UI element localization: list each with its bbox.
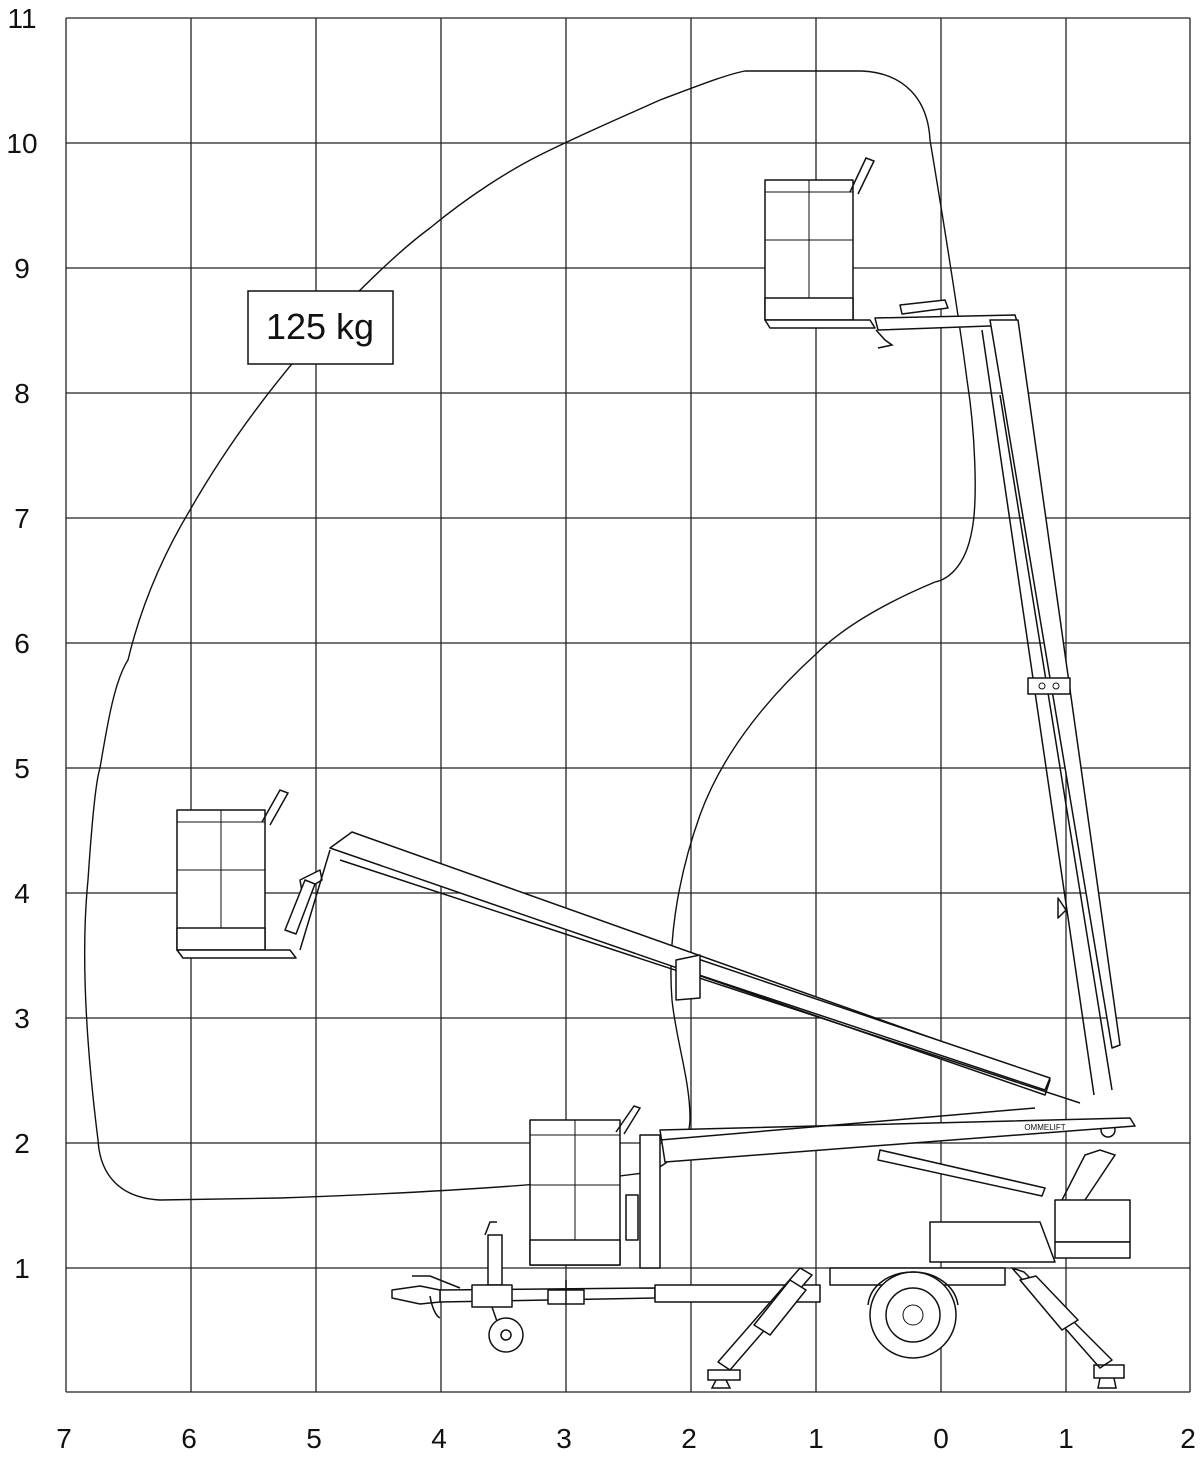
y-tick-label: 1 xyxy=(14,1253,30,1284)
y-tick-label: 6 xyxy=(14,628,30,659)
platform-stowed: OMMELIFT xyxy=(529,1105,1136,1269)
y-tick-label: 8 xyxy=(14,378,30,409)
y-tick-label: 9 xyxy=(14,253,30,284)
x-tick-label: 0 xyxy=(933,1423,949,1454)
y-tick-label: 11 xyxy=(7,3,36,34)
x-tick-label: 1 xyxy=(1058,1423,1074,1454)
trailer-base xyxy=(391,1221,1006,1359)
y-axis-labels: 11 10 9 8 7 6 5 4 3 2 1 xyxy=(6,3,37,1284)
x-tick-label: 6 xyxy=(181,1423,197,1454)
y-tick-label: 10 xyxy=(6,128,37,159)
platform-extended-low xyxy=(176,789,1081,1104)
y-tick-label: 7 xyxy=(14,503,30,534)
x-tick-label: 2 xyxy=(1180,1423,1196,1454)
grid xyxy=(65,17,1191,1393)
load-label-box: 125 kg xyxy=(247,290,394,365)
x-tick-label: 5 xyxy=(306,1423,322,1454)
y-tick-label: 3 xyxy=(14,1003,30,1034)
x-tick-label: 4 xyxy=(431,1423,447,1454)
x-axis-labels: 7 6 5 4 3 2 1 0 1 2 xyxy=(56,1423,1196,1454)
y-tick-label: 4 xyxy=(14,878,30,909)
outriggers xyxy=(707,1267,1125,1389)
x-tick-label: 3 xyxy=(556,1423,572,1454)
x-tick-label: 2 xyxy=(681,1423,697,1454)
working-envelope-curve xyxy=(84,70,976,1201)
turntable xyxy=(929,1122,1131,1263)
load-label: 125 kg xyxy=(266,306,374,347)
platform-raised xyxy=(764,157,1121,1096)
x-tick-label: 7 xyxy=(56,1423,72,1454)
brand-label: OMMELIFT xyxy=(1024,1123,1065,1132)
y-tick-label: 2 xyxy=(14,1128,30,1159)
y-tick-label: 5 xyxy=(14,753,30,784)
x-tick-label: 1 xyxy=(808,1423,824,1454)
